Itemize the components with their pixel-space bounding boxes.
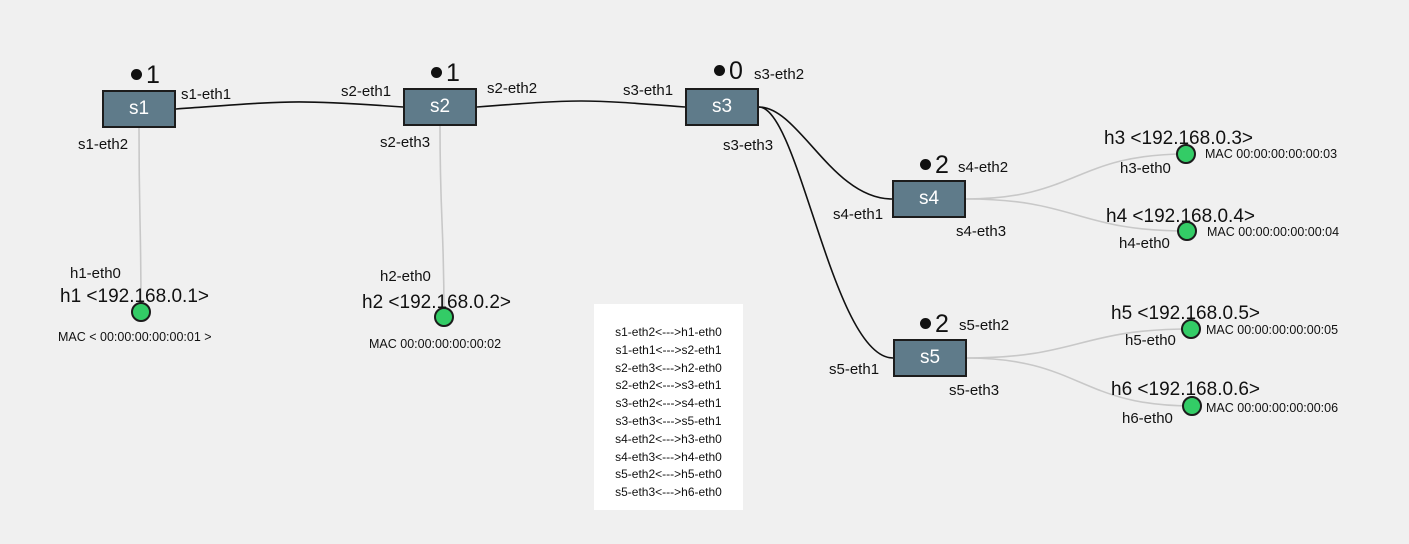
host-h4-mac: MAC 00:00:00:00:00:04 — [1207, 225, 1340, 239]
host-h3-mac: MAC 00:00:00:00:00:03 — [1205, 147, 1338, 161]
port-label-s3-eth1: s3-eth1 — [623, 82, 674, 99]
bullet-icon — [431, 66, 442, 78]
host-h6-port: h6-eth0 — [1122, 410, 1173, 427]
link-s4-h4 — [965, 198, 1188, 232]
port-label-s4-eth1: s4-eth1 — [833, 206, 884, 223]
host-h4-ip: h4 <192.168.0.4> — [1106, 206, 1255, 227]
host-h5-port: h5-eth0 — [1125, 332, 1176, 349]
port-label-s4-eth3: s4-eth3 — [956, 223, 1007, 240]
port-label-s3-eth3: s3-eth3 — [723, 137, 774, 154]
link-s4-h3 — [965, 153, 1187, 200]
host-h5[interactable] — [1181, 319, 1201, 339]
host-h3[interactable] — [1176, 144, 1196, 164]
host-h4-port: h4-eth0 — [1119, 235, 1170, 252]
switch-label: s2 — [429, 96, 451, 117]
switch-s4[interactable]: s4 — [892, 180, 966, 218]
port-label-s1-eth1: s1-eth1 — [181, 86, 232, 103]
link-table-row: s5-eth3<--->h6-eth0 — [615, 485, 722, 500]
host-h6-ip: h6 <192.168.0.6> — [1111, 379, 1260, 400]
host-h2-port: h2-eth0 — [380, 268, 431, 285]
host-h5-mac: MAC 00:00:00:00:00:05 — [1206, 323, 1339, 337]
host-h3-port: h3-eth0 — [1120, 160, 1171, 177]
switch-s2[interactable]: s2 — [403, 88, 477, 126]
link-table-row: s1-eth2<--->h1-eth0 — [615, 325, 722, 339]
switch-s5[interactable]: s5 — [893, 339, 967, 377]
host-h2-ip: h2 <192.168.0.2> — [362, 292, 511, 313]
host-h4[interactable] — [1177, 221, 1197, 241]
link-s2-s3 — [476, 100, 686, 108]
link-table-row: s2-eth2<--->s3-eth1 — [615, 378, 722, 393]
port-label-s4-eth2: s4-eth2 — [958, 159, 1009, 176]
host-h1-ip: h1 <192.168.0.1> — [60, 286, 209, 307]
link-s2-h2 — [439, 125, 445, 318]
host-h5-ip: h5 <192.168.0.5> — [1111, 303, 1260, 324]
link-table-row: s5-eth2<--->h5-eth0 — [615, 467, 722, 482]
link-s1-s2 — [175, 101, 404, 110]
count-value: 1 — [146, 61, 160, 89]
host-h1-port: h1-eth0 — [70, 265, 121, 282]
host-h2-mac: MAC 00:00:00:00:00:02 — [369, 337, 502, 351]
switch-label: s1 — [128, 98, 150, 119]
count-value: 2 — [935, 151, 949, 179]
count-value: 2 — [935, 310, 949, 338]
link-table-row: s4-eth2<--->h3-eth0 — [615, 431, 722, 446]
port-label-s5-eth2: s5-eth2 — [959, 317, 1010, 334]
switch-label: s4 — [918, 188, 940, 209]
bullet-icon — [131, 68, 142, 80]
switch-s3-count: 0 — [714, 59, 743, 84]
bullet-icon — [920, 317, 931, 329]
link-table: s1-eth2<--->h1-eth0 s1-eth1<--->s2-eth1 s2… — [594, 304, 743, 510]
switch-s3[interactable]: s3 — [685, 88, 759, 126]
switch-s4-count: 2 — [920, 153, 949, 178]
port-label-s3-eth2: s3-eth2 — [754, 66, 805, 83]
link-s5-h5 — [966, 328, 1192, 359]
port-label-s5-eth1: s5-eth1 — [829, 361, 880, 378]
host-h6[interactable] — [1182, 396, 1202, 416]
host-h1[interactable] — [131, 302, 151, 322]
link-s5-h6 — [966, 357, 1193, 407]
bullet-icon — [920, 158, 931, 170]
switch-s1-count: 1 — [131, 63, 160, 88]
count-value: 1 — [446, 59, 460, 87]
switch-s2-count: 1 — [431, 61, 460, 86]
switch-label: s5 — [919, 347, 941, 368]
port-label-s2-eth3: s2-eth3 — [380, 134, 431, 151]
host-h3-ip: h3 <192.168.0.3> — [1104, 128, 1253, 149]
link-table-row: s3-eth2<--->s4-eth1 — [615, 396, 722, 411]
link-table-row: s4-eth3<--->h4-eth0 — [615, 449, 722, 464]
host-h1-mac: MAC < 00:00:00:00:00:01 > — [58, 330, 212, 344]
host-h2[interactable] — [434, 307, 454, 327]
link-table-row: s1-eth1<--->s2-eth1 — [615, 342, 722, 357]
link-s3-s4 — [758, 106, 893, 200]
switch-s5-count: 2 — [920, 312, 949, 337]
link-s3-s5 — [758, 106, 894, 359]
port-label-s2-eth2: s2-eth2 — [487, 80, 538, 97]
link-table-row: s2-eth3<--->h2-eth0 — [615, 360, 722, 375]
host-h6-mac: MAC 00:00:00:00:00:06 — [1206, 401, 1339, 415]
port-label-s2-eth1: s2-eth1 — [341, 83, 392, 100]
switch-label: s3 — [711, 96, 733, 117]
port-label-s5-eth3: s5-eth3 — [949, 382, 1000, 399]
count-value: 0 — [729, 57, 743, 85]
bullet-icon — [714, 64, 725, 76]
port-label-s1-eth2: s1-eth2 — [78, 136, 129, 153]
link-table-row: s3-eth3<--->s5-eth1 — [615, 413, 722, 428]
link-s1-h1 — [138, 127, 142, 313]
switch-s1[interactable]: s1 — [102, 90, 176, 128]
